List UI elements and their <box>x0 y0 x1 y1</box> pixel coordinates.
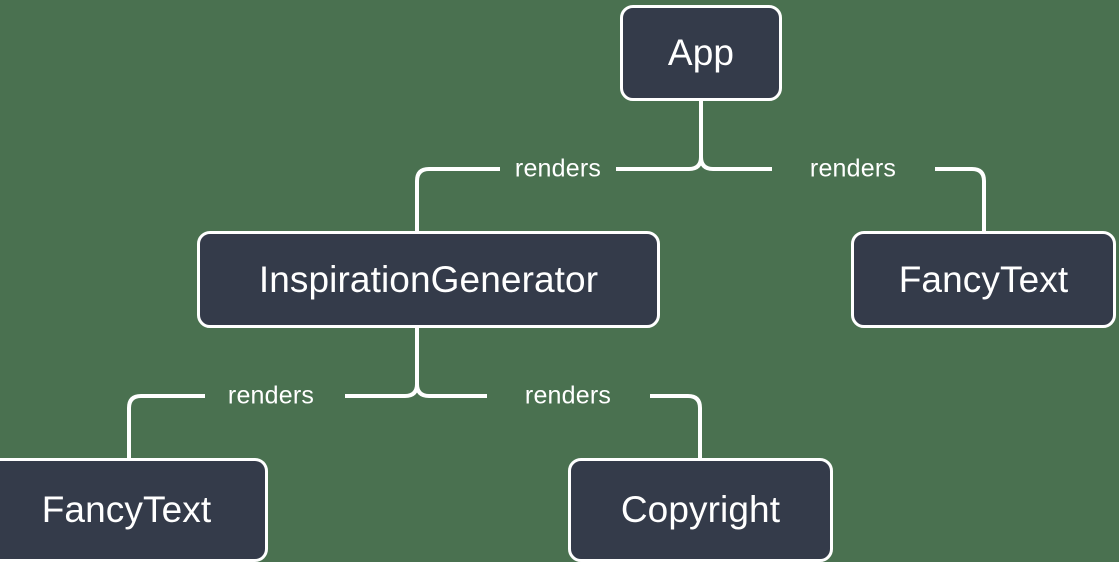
edge-app-inspgen-left <box>415 167 500 231</box>
edge-app-fancy-junction-right <box>699 156 772 171</box>
node-inspirationgenerator-label: InspirationGenerator <box>258 258 599 300</box>
edge-label-app-inspirationgenerator: renders <box>514 154 602 183</box>
node-copyright[interactable]: Copyright <box>568 458 833 562</box>
edge-label-app-fancytext: renders <box>809 154 897 183</box>
node-copyright-label: Copyright <box>620 489 781 530</box>
edge-label-inspirationgenerator-fancytext: renders <box>227 381 315 410</box>
node-fancytext-top-label: FancyText <box>898 258 1069 300</box>
node-app-label: App <box>667 32 735 73</box>
node-inspirationgenerator[interactable]: InspirationGenerator <box>197 231 660 328</box>
edge-label-inspirationgenerator-copyright: renders <box>524 381 612 410</box>
edge-inspgen-copyright-junction-right <box>415 383 487 398</box>
edge-inspgen-fancy-left <box>127 394 205 458</box>
edge-inspgen-fancy-junction-left <box>345 383 419 398</box>
edge-app-fancy-right <box>935 167 986 231</box>
node-fancytext-bottom-label: FancyText <box>41 489 212 530</box>
edge-app-inspgen-junction-left <box>616 156 703 171</box>
node-app[interactable]: App <box>620 5 782 101</box>
edge-inspgen-copyright-right <box>650 394 702 458</box>
node-fancytext-bottom[interactable]: FancyText <box>0 458 268 562</box>
node-fancytext-top[interactable]: FancyText <box>851 231 1116 328</box>
